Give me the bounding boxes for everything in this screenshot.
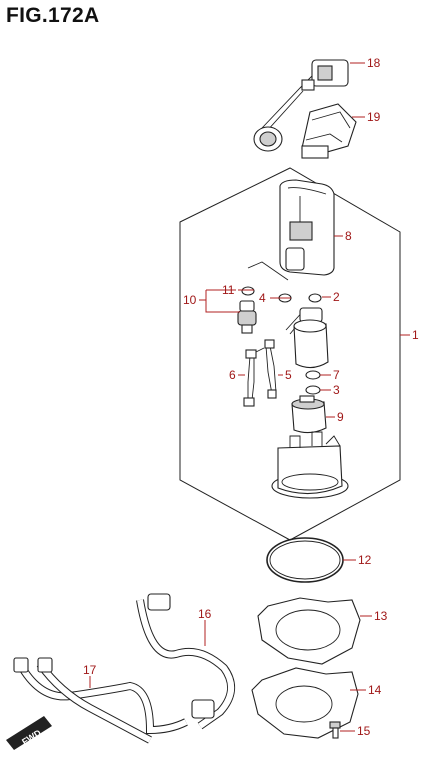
part-16-fuel-hose[interactable] (136, 593, 235, 730)
part-2-o-ring[interactable] (308, 293, 322, 303)
callout-5[interactable]: 5 (285, 368, 292, 382)
callout-labels: 18 19 8 1 2 4 11 10 7 3 9 5 6 12 13 14 1… (83, 56, 419, 738)
callout-19[interactable]: 19 (367, 110, 381, 124)
pump-base[interactable] (271, 431, 349, 499)
part-3-o-ring[interactable] (305, 385, 321, 395)
part-15-bolt[interactable] (329, 721, 341, 739)
part-8-filter-housing[interactable] (279, 179, 335, 276)
part-19-bracket[interactable] (301, 103, 357, 159)
callout-3[interactable]: 3 (333, 383, 340, 397)
part-17-fuel-hose[interactable] (13, 657, 188, 744)
part-9-strainer[interactable] (291, 395, 327, 434)
callout-14[interactable]: 14 (368, 683, 382, 697)
callout-6[interactable]: 6 (229, 368, 236, 382)
callout-12[interactable]: 12 (358, 553, 372, 567)
fuel-pump-motor[interactable] (285, 307, 329, 369)
callout-leaders (89, 62, 410, 732)
assembly-frame (179, 167, 401, 541)
figure-title: FIG.172A (6, 4, 100, 27)
callout-18[interactable]: 18 (367, 56, 381, 70)
part-11-o-ring[interactable] (241, 286, 255, 296)
callout-17[interactable]: 17 (83, 663, 97, 677)
part-13-retaining-plate[interactable] (257, 597, 361, 665)
part-6-wire[interactable] (243, 347, 265, 407)
callout-8[interactable]: 8 (345, 229, 352, 243)
part-10-pressure-regulator[interactable] (237, 300, 257, 334)
part-5-wire[interactable] (264, 339, 277, 399)
callout-2[interactable]: 2 (333, 290, 340, 304)
callout-16[interactable]: 16 (198, 607, 212, 621)
harness-line (247, 261, 289, 281)
part-7-o-ring[interactable] (305, 370, 321, 380)
part-14-gasket-plate[interactable] (251, 667, 359, 739)
callout-7[interactable]: 7 (333, 368, 340, 382)
callout-15[interactable]: 15 (357, 724, 371, 738)
part-18-fuel-level-sensor[interactable] (253, 59, 349, 152)
callout-13[interactable]: 13 (374, 609, 388, 623)
callout-11[interactable]: 11 (222, 283, 235, 297)
part-12-gasket-ring[interactable] (266, 537, 344, 583)
callout-10[interactable]: 10 (183, 293, 197, 307)
callout-4[interactable]: 4 (259, 291, 266, 305)
callout-9[interactable]: 9 (337, 410, 344, 424)
fwd-direction-badge: FWD (6, 716, 52, 750)
callout-1[interactable]: 1 (412, 328, 419, 342)
